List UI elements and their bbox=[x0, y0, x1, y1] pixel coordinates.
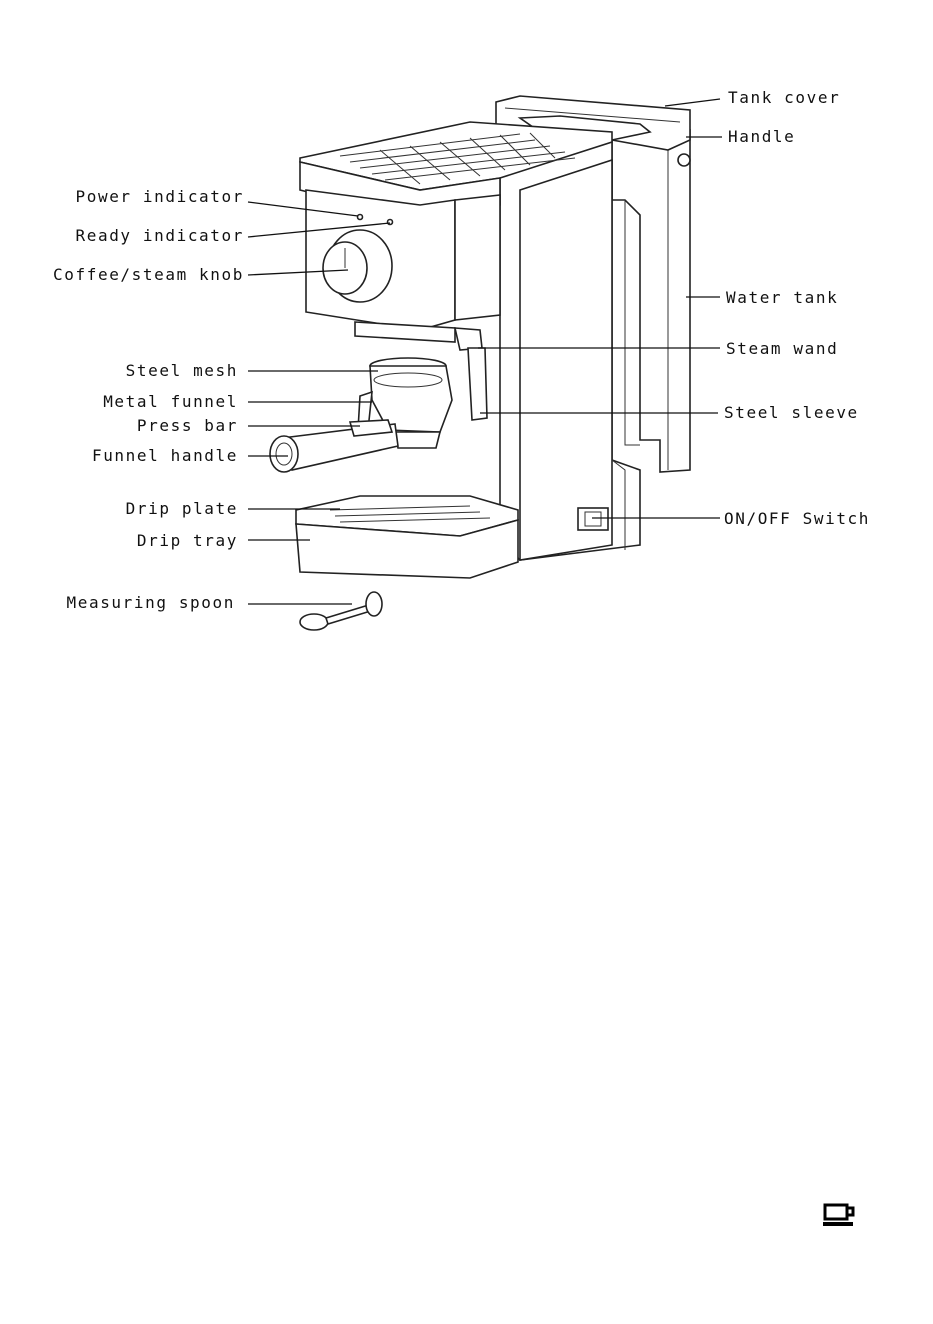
portafilter bbox=[270, 358, 452, 472]
measuring-spoon bbox=[300, 592, 382, 630]
label-metal-funnel: Metal funnel bbox=[103, 393, 238, 411]
label-drip-plate: Drip plate bbox=[126, 500, 238, 518]
label-measuring-spoon: Measuring spoon bbox=[67, 594, 236, 612]
on-off-switch bbox=[578, 508, 608, 530]
coffee-cup-icon bbox=[822, 1202, 858, 1228]
label-steel-sleeve: Steel sleeve bbox=[724, 404, 859, 422]
label-steel-mesh: Steel mesh bbox=[126, 362, 238, 380]
drip-tray bbox=[296, 496, 518, 578]
label-steam-wand: Steam wand bbox=[726, 340, 838, 358]
label-on-off-switch: ON/OFF Switch bbox=[724, 510, 870, 528]
label-drip-tray: Drip tray bbox=[137, 532, 238, 550]
label-power-indicator: Power indicator bbox=[76, 188, 245, 206]
label-handle: Handle bbox=[728, 128, 795, 146]
label-tank-cover: Tank cover bbox=[728, 89, 840, 107]
label-funnel-handle: Funnel handle bbox=[92, 447, 238, 465]
label-coffee-steam-knob: Coffee/steam knob bbox=[53, 266, 244, 284]
label-water-tank: Water tank bbox=[726, 289, 838, 307]
steam-wand bbox=[455, 328, 487, 420]
water-tank bbox=[612, 130, 690, 472]
label-ready-indicator: Ready indicator bbox=[76, 227, 245, 245]
label-press-bar: Press bar bbox=[137, 417, 238, 435]
